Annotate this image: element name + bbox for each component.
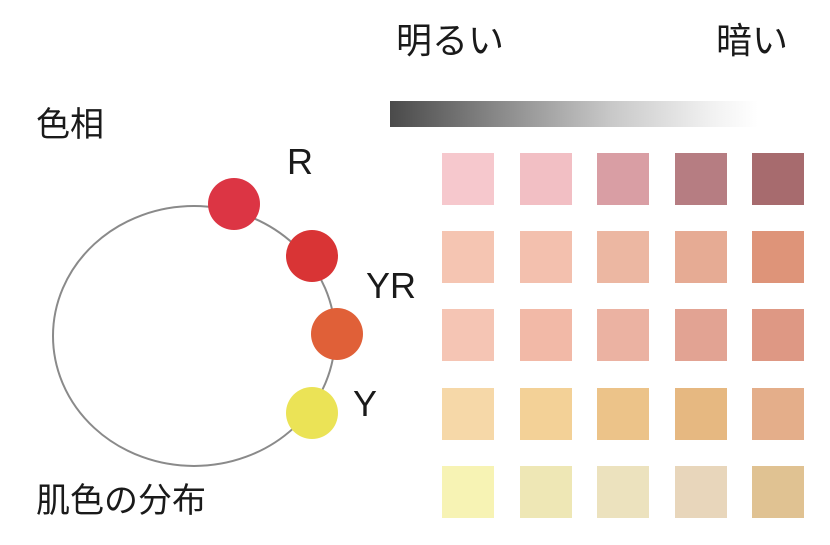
hue-r-label: R xyxy=(287,141,313,182)
swatch-r5-c5 xyxy=(752,465,804,518)
swatch-r2-c5 xyxy=(752,231,804,284)
swatch-r1-c2 xyxy=(519,153,572,205)
hue-y-label: Y xyxy=(353,383,378,424)
swatch-r2-c3 xyxy=(597,231,649,284)
swatch-r3-c4 xyxy=(674,309,727,362)
swatch-r4-c3 xyxy=(597,387,649,440)
swatch-r5-c2 xyxy=(519,465,572,518)
swatch-r4-c1 xyxy=(442,387,494,440)
swatch-r3-c1 xyxy=(442,309,494,362)
swatch-r2-c2 xyxy=(519,231,572,284)
skin-color-swatch-grid xyxy=(442,153,804,518)
swatch-r4-c4 xyxy=(674,387,727,440)
hue-dot-r-yr xyxy=(286,230,338,282)
swatch-r2-c4 xyxy=(674,231,727,284)
hue-label: 色相 xyxy=(36,105,104,145)
hue-dot-r xyxy=(208,178,260,230)
hue-yr-label: YR xyxy=(366,265,417,306)
swatch-r5-c3 xyxy=(597,465,649,518)
swatch-r3-c3 xyxy=(597,309,649,362)
swatch-r5-c1 xyxy=(442,465,494,518)
swatch-r3-c2 xyxy=(519,309,572,362)
dark-label: 暗い xyxy=(716,21,789,62)
swatch-r1-c3 xyxy=(597,153,649,205)
swatch-r2-c1 xyxy=(442,231,494,284)
swatch-r3-c5 xyxy=(752,309,804,362)
hue-dot-y xyxy=(286,387,338,439)
swatch-r5-c4 xyxy=(674,465,727,518)
skin-color-distribution-label: 肌色の分布 xyxy=(36,481,206,521)
swatch-r1-c1 xyxy=(442,153,494,205)
bright-label: 明るい xyxy=(396,21,505,62)
brightness-gradient-bar xyxy=(390,101,758,127)
swatch-r1-c5 xyxy=(752,153,804,205)
hue-dot-yr xyxy=(311,308,363,360)
swatch-r4-c5 xyxy=(752,387,804,440)
swatch-r4-c2 xyxy=(519,387,572,440)
hue-dots xyxy=(208,178,363,439)
swatch-r1-c4 xyxy=(674,153,727,205)
